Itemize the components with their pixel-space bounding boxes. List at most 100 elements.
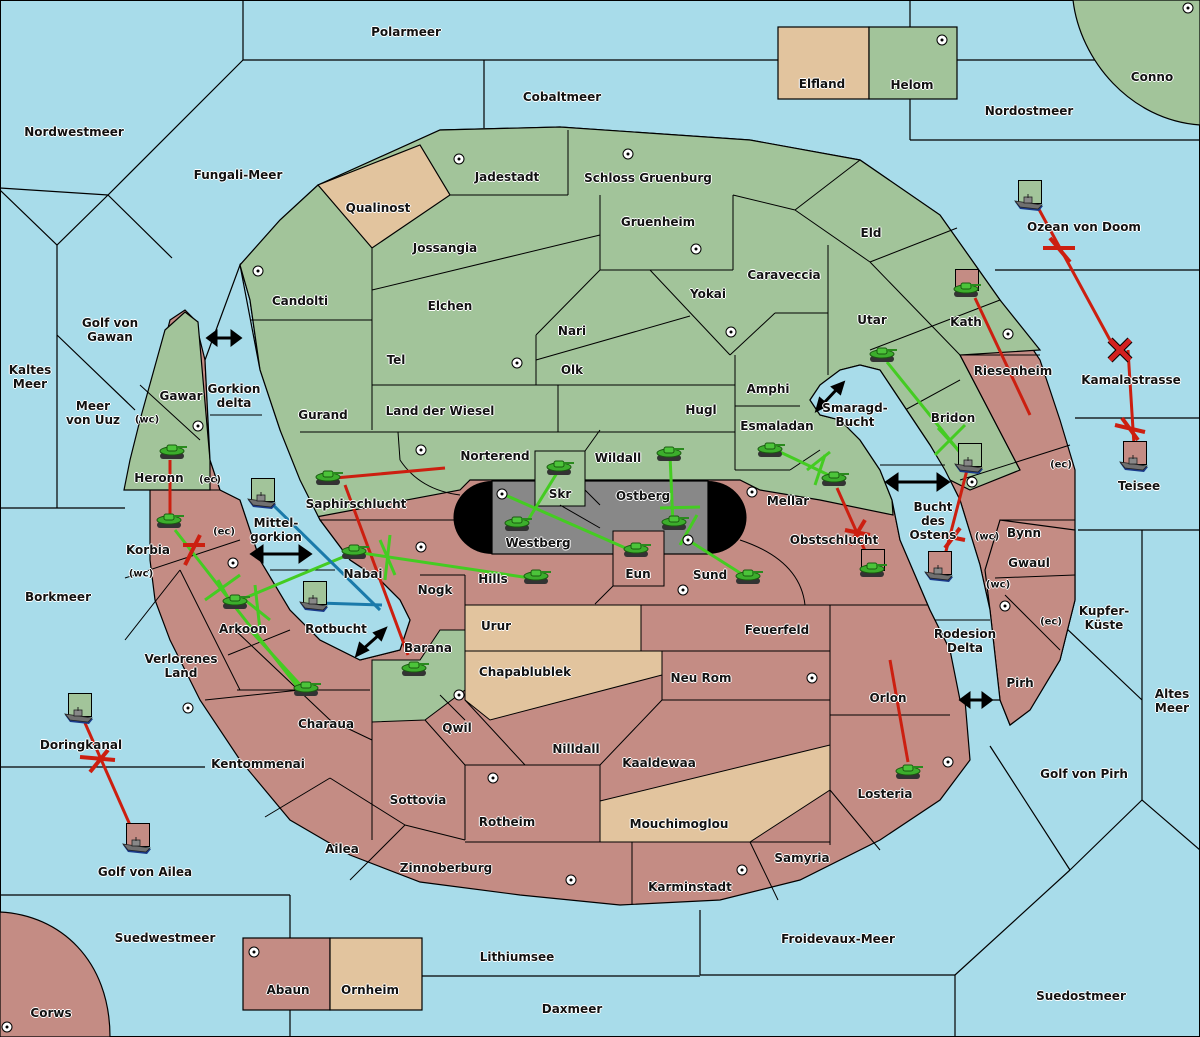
sea-label-kamalastrasse[interactable]: Kamalastrasse (1081, 373, 1181, 387)
province-label-wildall[interactable]: Wildall (594, 451, 642, 465)
sea-label-daxmeer[interactable]: Daxmeer (541, 1002, 603, 1016)
sea-label-froidevaux-meer[interactable]: Froidevaux-Meer (781, 932, 895, 946)
sea-label-rotbucht[interactable]: Rotbucht (305, 622, 367, 636)
army-unit-charaua[interactable] (292, 678, 322, 702)
province-label-sottovia[interactable]: Sottovia (389, 793, 447, 807)
province-label-mellar[interactable]: Mellar (766, 494, 810, 508)
sea-label-altes-meer[interactable]: Altes Meer (1154, 687, 1190, 715)
army-unit-sund[interactable] (734, 566, 764, 590)
sea-label-smaragd-bucht[interactable]: Smaragd- Bucht (822, 401, 888, 429)
province-label-feuerfeld[interactable]: Feuerfeld (744, 623, 810, 637)
fleet-unit-teisee[interactable] (1119, 441, 1151, 475)
province-label-rotheim[interactable]: Rotheim (478, 815, 536, 829)
sea-label-polarmeer[interactable]: Polarmeer (371, 25, 441, 39)
sea-label-nordwestmeer[interactable]: Nordwestmeer (24, 125, 124, 139)
province-label-saphirschlucht[interactable]: Saphirschlucht (305, 497, 407, 511)
province-label-candolti[interactable]: Candolti (271, 294, 329, 308)
sea-label-kupfer-k-ste[interactable]: Kupfer- Küste (1078, 604, 1130, 632)
sea-label-kaltes-meer[interactable]: Kaltes Meer (8, 363, 52, 391)
sea-label-fungali-meer[interactable]: Fungali-Meer (193, 168, 283, 182)
sea-label-suedostmeer[interactable]: Suedostmeer (1036, 989, 1126, 1003)
province-label-pirh[interactable]: Pirh (1006, 676, 1034, 690)
province-label-orlon[interactable]: Orlon (869, 691, 907, 705)
fleet-unit-golf-von-ailea[interactable] (122, 823, 154, 857)
province-label-yokai[interactable]: Yokai (689, 287, 727, 301)
province-label-nilldall[interactable]: Nilldall (552, 742, 600, 756)
province-label-eun[interactable]: Eun (625, 567, 651, 581)
sea-label-doringkanal[interactable]: Doringkanal (39, 738, 123, 752)
province-label-obstschlucht[interactable]: Obstschlucht (789, 533, 879, 547)
fleet-unit-mittel-gorkion[interactable] (247, 478, 279, 512)
province-label-helom[interactable]: Helom (890, 78, 934, 92)
army-unit-utar[interactable] (868, 344, 898, 368)
province-label-conno[interactable]: Conno (1130, 70, 1174, 84)
province-label-heronn[interactable]: Heronn (134, 471, 184, 485)
army-unit-mellar[interactable] (820, 468, 850, 492)
province-label-schloss-gruenburg[interactable]: Schloss Gruenburg (584, 171, 712, 185)
province-label-sund[interactable]: Sund (692, 568, 728, 582)
army-unit-esmaladan[interactable] (756, 439, 786, 463)
army-unit-barana[interactable] (400, 658, 430, 682)
sea-label-lithiumsee[interactable]: Lithiumsee (479, 950, 555, 964)
province-label-esmaladan[interactable]: Esmaladan (740, 419, 814, 433)
province-label-charaua[interactable]: Charaua (297, 717, 355, 731)
province-label-arkoon[interactable]: Arkoon (219, 622, 267, 636)
sea-label-rodesion-delta[interactable]: Rodesion Delta (933, 627, 997, 655)
province-label-zinnoberburg[interactable]: Zinnoberburg (399, 861, 493, 875)
sea-label-golf-von-pirh[interactable]: Golf von Pirh (1040, 767, 1128, 781)
province-label-elchen[interactable]: Elchen (427, 299, 473, 313)
province-label-ailea[interactable]: Ailea (325, 842, 359, 856)
sea-label-golf-von-ailea[interactable]: Golf von Ailea (97, 865, 193, 879)
province-label-eld[interactable]: Eld (860, 226, 882, 240)
army-unit-kath[interactable] (952, 269, 982, 301)
sea-label-cobaltmeer[interactable]: Cobaltmeer (522, 90, 602, 104)
province-label-nabai[interactable]: Nabai (343, 567, 383, 581)
province-label-corws[interactable]: Corws (30, 1006, 72, 1020)
army-unit-wildall[interactable] (655, 443, 685, 467)
army-unit-losteria[interactable] (894, 761, 924, 785)
fleet-unit-ozean-von-doom[interactable] (1014, 180, 1046, 214)
province-label-jossangia[interactable]: Jossangia (412, 241, 478, 255)
province-label-tel[interactable]: Tel (386, 353, 406, 367)
province-label-bynn[interactable]: Bynn (1006, 526, 1042, 540)
army-unit-saphirschlucht[interactable] (314, 467, 344, 491)
army-unit-ostberg[interactable] (660, 512, 690, 536)
province-label-gwaul[interactable]: Gwaul (1008, 556, 1050, 570)
province-label-caraveccia[interactable]: Caraveccia (747, 268, 821, 282)
province-label-skr[interactable]: Skr (548, 487, 572, 501)
province-label-hugl[interactable]: Hugl (685, 403, 717, 417)
province-label-urur[interactable]: Urur (480, 619, 512, 633)
province-label-riesenheim[interactable]: Riesenheim (973, 364, 1053, 378)
army-unit-korbia[interactable] (155, 510, 185, 534)
province-label-samyria[interactable]: Samyria (774, 851, 830, 865)
province-label-gruenheim[interactable]: Gruenheim (620, 215, 696, 229)
army-unit-nabai[interactable] (340, 541, 370, 565)
sea-label-ozean-von-doom[interactable]: Ozean von Doom (1027, 220, 1141, 234)
province-label-jadestadt[interactable]: Jadestadt (474, 170, 540, 184)
province-label-gurand[interactable]: Gurand (298, 408, 348, 422)
province-label-nari[interactable]: Nari (557, 324, 587, 338)
army-unit-westberg[interactable] (503, 513, 533, 537)
fleet-unit-bridon[interactable] (954, 443, 986, 477)
province-label-ostberg[interactable]: Ostberg (615, 489, 671, 503)
province-label-teisee[interactable]: Teisee (1117, 479, 1161, 493)
province-label-neu-rom[interactable]: Neu Rom (670, 671, 732, 685)
province-label-amphi[interactable]: Amphi (746, 382, 790, 396)
sea-label-mittel-gorkion[interactable]: Mittel- gorkion (250, 516, 302, 544)
fleet-unit-doringkanal[interactable] (64, 693, 96, 727)
province-label-kath[interactable]: Kath (950, 315, 982, 329)
province-label-land-der-wiesel[interactable]: Land der Wiesel (385, 404, 495, 418)
province-label-norterend[interactable]: Norterend (460, 449, 530, 463)
sea-label-nordostmeer[interactable]: Nordostmeer (984, 104, 1074, 118)
sea-label-golf-von-gawan[interactable]: Golf von Gawan (81, 316, 139, 344)
sea-label-bucht-des-ostens[interactable]: Bucht des Ostens (909, 500, 957, 542)
province-label-elfland[interactable]: Elfland (798, 77, 846, 91)
province-label-kentommenai[interactable]: Kentommenai (211, 757, 305, 771)
province-label-korbia[interactable]: Korbia (125, 543, 171, 557)
province-label-hills[interactable]: Hills (478, 572, 508, 586)
army-unit-hills[interactable] (522, 566, 552, 590)
province-label-barana[interactable]: Barana (404, 641, 452, 655)
province-label-olk[interactable]: Olk (560, 363, 584, 377)
